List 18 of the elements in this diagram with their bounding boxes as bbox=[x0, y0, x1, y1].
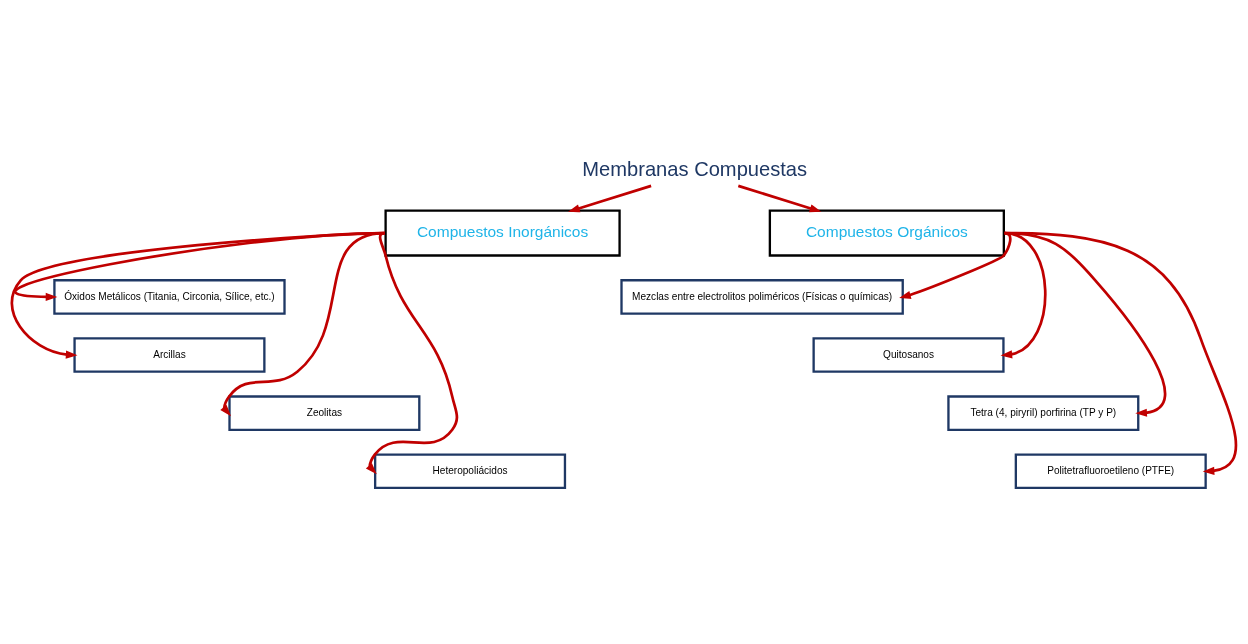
arrow bbox=[737, 184, 822, 212]
arrow bbox=[365, 231, 459, 474]
arrow bbox=[1004, 231, 1238, 475]
node-box: Compuestos Inorgánicos bbox=[384, 208, 621, 257]
arrow bbox=[899, 231, 1012, 299]
arrow bbox=[1000, 231, 1047, 358]
arrow bbox=[1004, 231, 1167, 417]
arrow bbox=[568, 184, 652, 212]
node-box: Mezclas entre electrolitos poliméricos (Físicas o químicas) bbox=[620, 278, 904, 315]
node-box: Politetrafluoroetileno (PTFE) bbox=[1014, 452, 1207, 489]
node-box: Compuestos Orgánicos bbox=[768, 208, 1005, 257]
node-box: Tetra (4, piryril) porfirina (TP y P) bbox=[947, 394, 1140, 431]
node-text: Membranas Compuestas bbox=[582, 157, 808, 180]
node-box: Heteropoliácidos bbox=[374, 452, 567, 489]
node-box: Quitosanos bbox=[812, 336, 1005, 373]
node-box: Arcillas bbox=[73, 336, 266, 373]
node-box: Zeolitas bbox=[228, 394, 421, 431]
node-box: Óxidos Metálicos (Titania, Circonia, Sílice, etc.) bbox=[53, 278, 286, 315]
